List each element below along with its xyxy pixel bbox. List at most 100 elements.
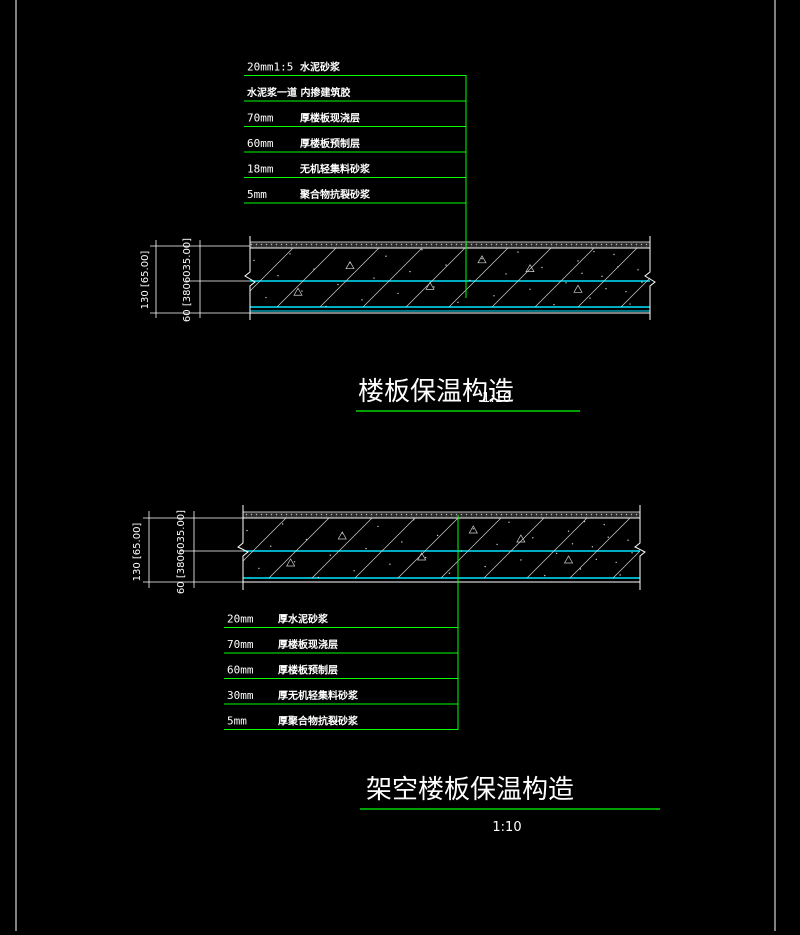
section2-hatch-line	[440, 518, 502, 578]
section1-aggregate-dot	[517, 251, 519, 253]
section2-aggregate-dot	[448, 572, 451, 574]
section1-dimensions: 130 [65.00] 60 [3806035.00]	[140, 238, 250, 322]
section2-aggregate-dot	[595, 558, 598, 561]
section2-aggregate-dot	[484, 565, 486, 568]
section2-dim-part: 60 [3806035.00]	[176, 510, 187, 594]
section2-aggregate-dot	[305, 538, 308, 541]
section2-layer-thickness: 20mm	[227, 613, 254, 626]
section1-aggregate-dot	[553, 303, 555, 306]
section1-hatch-line	[491, 248, 552, 307]
section1-aggregate-mark	[525, 263, 535, 272]
section1-layer-row: 20mm1:5 水泥砂浆	[244, 61, 466, 76]
section1-aggregate-dot	[301, 290, 303, 292]
section1-aggregate-dot	[641, 281, 643, 283]
section2-aggregate-mark	[417, 552, 427, 561]
section1-aggregate-dot	[385, 255, 387, 257]
section2-aggregate-dot	[607, 536, 609, 538]
section1-aggregate-dot	[581, 272, 583, 275]
section2-hatch-line	[243, 518, 287, 562]
section2-layer-row: 5mm 厚聚合物抗裂砂浆	[224, 715, 458, 730]
section2-layer-thickness: 60mm	[227, 664, 254, 677]
section2-layer-thickness: 70mm	[227, 638, 254, 651]
section2-layer-material: 厚楼板预制层	[278, 664, 338, 677]
section1-layer-material: 厚楼板预制层	[300, 137, 360, 150]
section2-layer-thickness: 30mm	[227, 689, 254, 702]
section1-aggregate-dot	[617, 266, 619, 268]
section2-aggregate-dot	[389, 563, 391, 565]
section2-hatch-line	[243, 518, 244, 519]
section1-aggregate-dot	[601, 275, 603, 278]
section1-aggregate-dot	[613, 253, 615, 256]
section2-aggregate-dot	[555, 552, 558, 555]
section2-hatch-line	[354, 518, 416, 578]
section2-layer-row: 60mm 厚楼板预制层	[224, 664, 458, 679]
section1-layer-material: 厚楼板现浇层	[300, 112, 360, 125]
section1-title: 楼板保温构造	[358, 377, 514, 407]
section2-aggregate-mark	[468, 525, 478, 534]
section2-slab	[237, 505, 716, 730]
section2-aggregate-dot	[353, 570, 355, 572]
section1-layer-material: 水泥砂浆	[299, 61, 341, 74]
section1-aggregate-dot	[529, 288, 531, 290]
section2-aggregate-dot	[413, 519, 415, 521]
section2-hatch-line	[397, 518, 459, 578]
section1-hatch-line	[319, 248, 380, 307]
section2-break-left	[237, 505, 249, 590]
section2-layer-row: 70mm 厚楼板现浇层	[224, 638, 458, 654]
section2-hatch-line	[656, 518, 716, 578]
section2-aggregate-mark	[516, 534, 526, 543]
section1-aggregate-dot	[493, 295, 495, 297]
section1-aggregate-dot	[577, 260, 579, 262]
section2-aggregate-dot	[436, 534, 439, 537]
section1-aggregate-dot	[349, 262, 351, 264]
section1-aggregate-dot	[361, 299, 363, 301]
section1-aggregate-dot	[433, 286, 435, 288]
section2-aggregate-dot	[619, 574, 621, 576]
section1-aggregate-mark	[293, 287, 303, 296]
section2-aggregate-dot	[401, 541, 403, 543]
section2-break-right	[634, 505, 646, 590]
section1-hatch-line	[448, 248, 509, 307]
section2-title: 架空楼板保温构造	[366, 775, 574, 805]
section1-aggregate-dot	[445, 264, 447, 266]
section2-aggregate-mark	[563, 555, 574, 564]
section2-layer-material: 厚水泥砂浆	[278, 613, 329, 626]
section1-break-left	[244, 236, 256, 320]
section2-aggregate-dot	[246, 529, 248, 532]
section1-aggregate-dot	[629, 303, 631, 305]
section1-aggregate-mark	[573, 284, 583, 293]
section2-aggregate-dot	[293, 561, 296, 563]
section1-aggregate-mark	[345, 260, 355, 270]
section1-slab	[244, 75, 656, 320]
section2-aggregate-dot	[341, 532, 343, 534]
section1-aggregate-dot	[409, 270, 411, 273]
section1-hatch-line	[577, 248, 638, 307]
section1-aggregate-dot	[421, 249, 423, 251]
section2-hatch-line	[569, 518, 631, 578]
section1-break-right	[644, 236, 656, 320]
section2-aggregate-dot	[317, 576, 320, 578]
section2-layer-thickness: 5mm	[227, 715, 247, 728]
section2-layer-material: 厚楼板现浇层	[278, 638, 338, 651]
section1-aggregate-mark	[425, 281, 435, 290]
section1-aggregate-dot	[289, 253, 291, 255]
section2-aggregate-dot	[496, 543, 498, 546]
section2-layer-material: 厚聚合物抗裂砂浆	[278, 715, 359, 728]
section2-aggregate-dot	[520, 559, 522, 561]
section1-layer-material: 无机轻集料砂浆	[299, 163, 371, 176]
section1-aggregate-dot	[541, 266, 543, 269]
section2-aggregate-dot	[627, 539, 629, 541]
section1-aggregate-dot	[469, 279, 471, 282]
section1-hatch-line	[405, 248, 466, 307]
section1-aggregate-dot	[325, 305, 327, 307]
section1-hatch-line	[362, 248, 423, 307]
section1-layer-thickness: 20mm1:5	[247, 61, 293, 74]
section1-hatch-line	[620, 277, 650, 307]
section2-aggregate-dot	[603, 523, 605, 526]
section1-aggregate-dot	[253, 259, 255, 262]
section2-aggregate-mark	[337, 531, 347, 540]
section1-layer-material: 水泥浆一道 内掺建筑胶	[246, 86, 350, 99]
